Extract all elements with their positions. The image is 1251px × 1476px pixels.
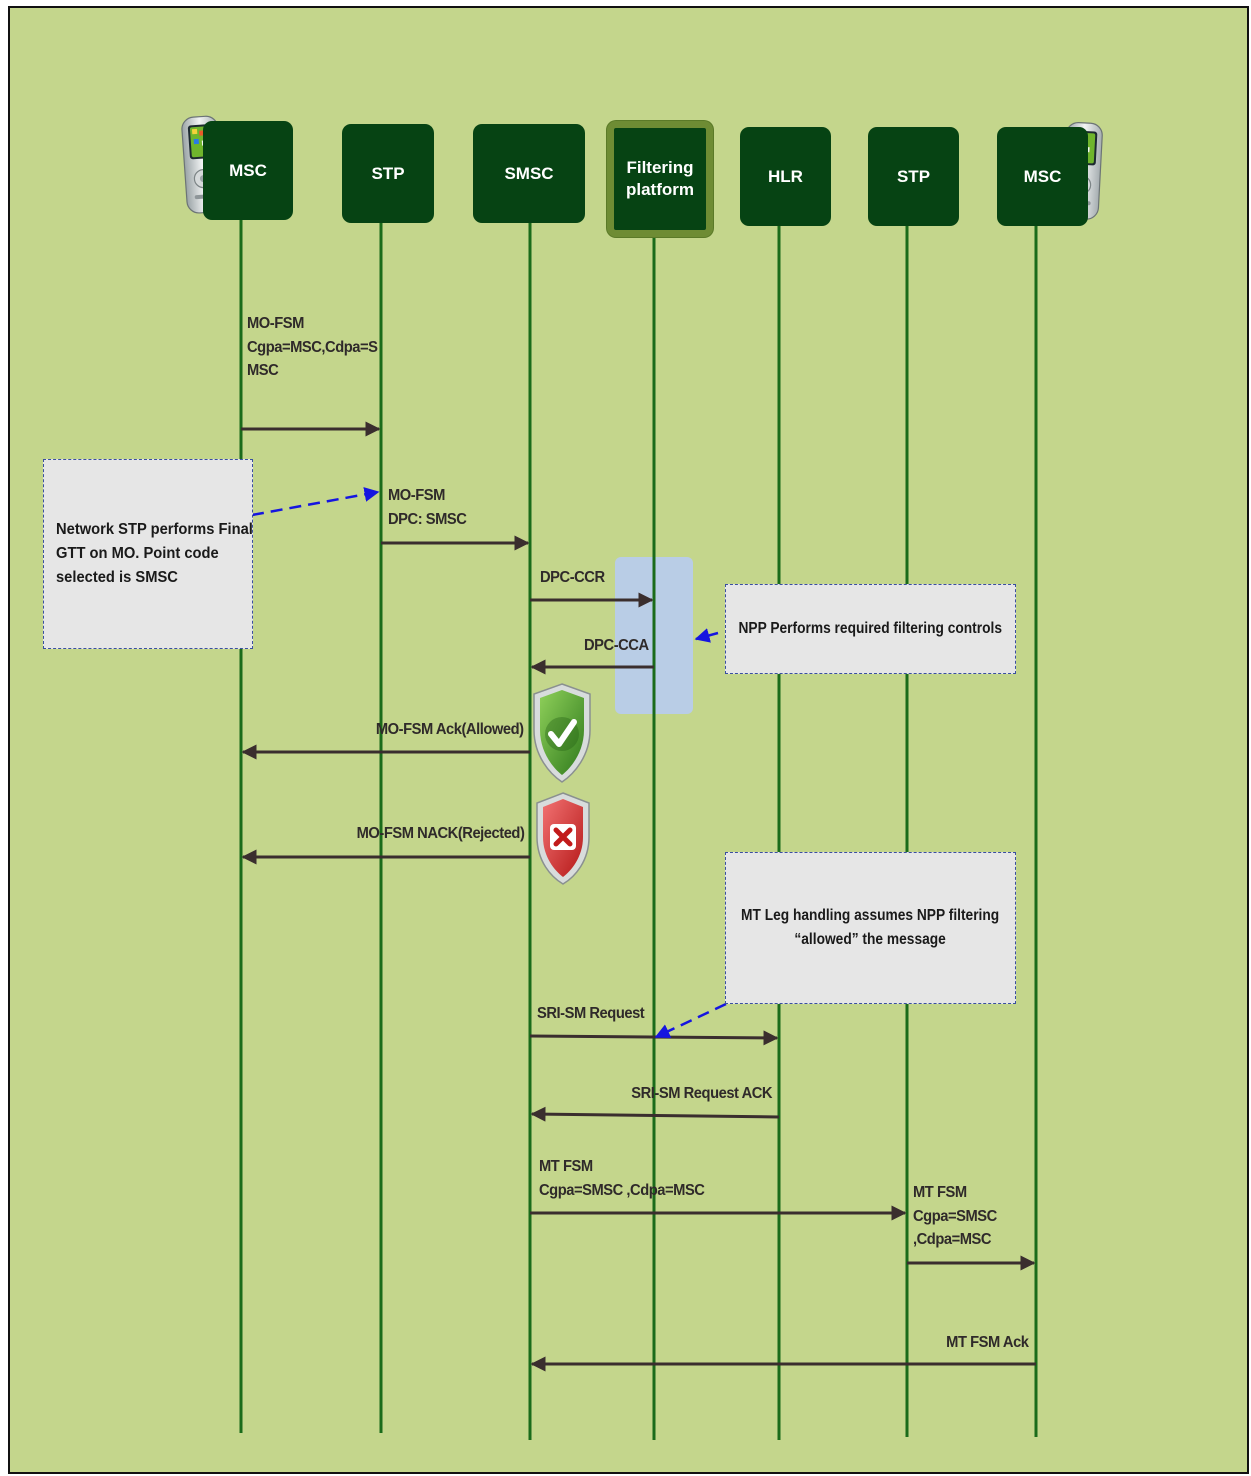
node-label: MSC [1023,166,1062,186]
arrow-sri-sm-request [529,1030,779,1046]
note-text: NPP Performs required filtering controls [738,620,1003,637]
label-mo-fsm-2: MO-FSM DPC: SMSC [388,487,467,528]
note-text: MT Leg handling assumes NPP filtering “a… [741,907,1000,948]
message-arrows [241,421,1036,1372]
label-sri-sm-request: SRI-SM Request [537,1005,645,1022]
node-msc-dest: MSC [997,127,1088,226]
diagram-frame [8,6,1249,1474]
node-label: HLR [768,166,803,186]
label-mo-fsm-1: MO-FSM Cgpa=MSC,Cdpa=S MSC [247,315,378,379]
node-msc-origin: MSC [203,121,293,220]
node-label: STP [371,163,405,183]
note-pointers [251,487,727,1039]
label-mt-fsm-1: MT FSM Cgpa=SMSC ,Cdpa=MSC [539,1158,705,1199]
label-sri-sm-request-ack: SRI-SM Request ACK [631,1085,772,1102]
node-label: SMSC [504,163,554,183]
node-label: MSC [229,160,267,180]
pointer-network-stp [251,487,380,517]
label-mt-fsm-ack: MT FSM Ack [946,1334,1030,1351]
shield-check-icon [533,683,591,783]
shield-x-icon [536,792,590,885]
label-dpc-ccr: DPC-CCR [540,569,605,586]
note-network-stp: Network STP performs Final GTT on MO. Po… [43,459,253,649]
node-stp-origin: STP [342,124,434,223]
label-mo-fsm-nack: MO-FSM NACK(Rejected) [356,825,524,842]
label-mo-fsm-ack: MO-FSM Ack(Allowed) [376,721,524,738]
pointer-npp-filtering [694,628,719,643]
label-dpc-cca: DPC-CCA [584,637,649,654]
lifelines [239,215,1038,1440]
node-smsc: SMSC [473,124,585,223]
arrow-sri-sm-request-ack [530,1106,780,1122]
node-label: STP [896,166,931,186]
label-mt-fsm-2: MT FSM Cgpa=SMSC ,Cdpa=MSC [913,1184,997,1248]
node-stp-dest: STP [868,127,959,226]
note-mt-leg: MT Leg handling assumes NPP filtering “a… [725,852,1016,1004]
node-hlr: HLR [740,127,831,226]
note-npp-filtering: NPP Performs required filtering controls [725,584,1016,674]
node-filtering-platform: Filtering platform [607,121,713,237]
node-label: Filtering platform [626,158,694,199]
note-text: Network STP performs Final GTT on MO. Po… [56,521,253,586]
pointer-mt-leg [654,1002,727,1039]
